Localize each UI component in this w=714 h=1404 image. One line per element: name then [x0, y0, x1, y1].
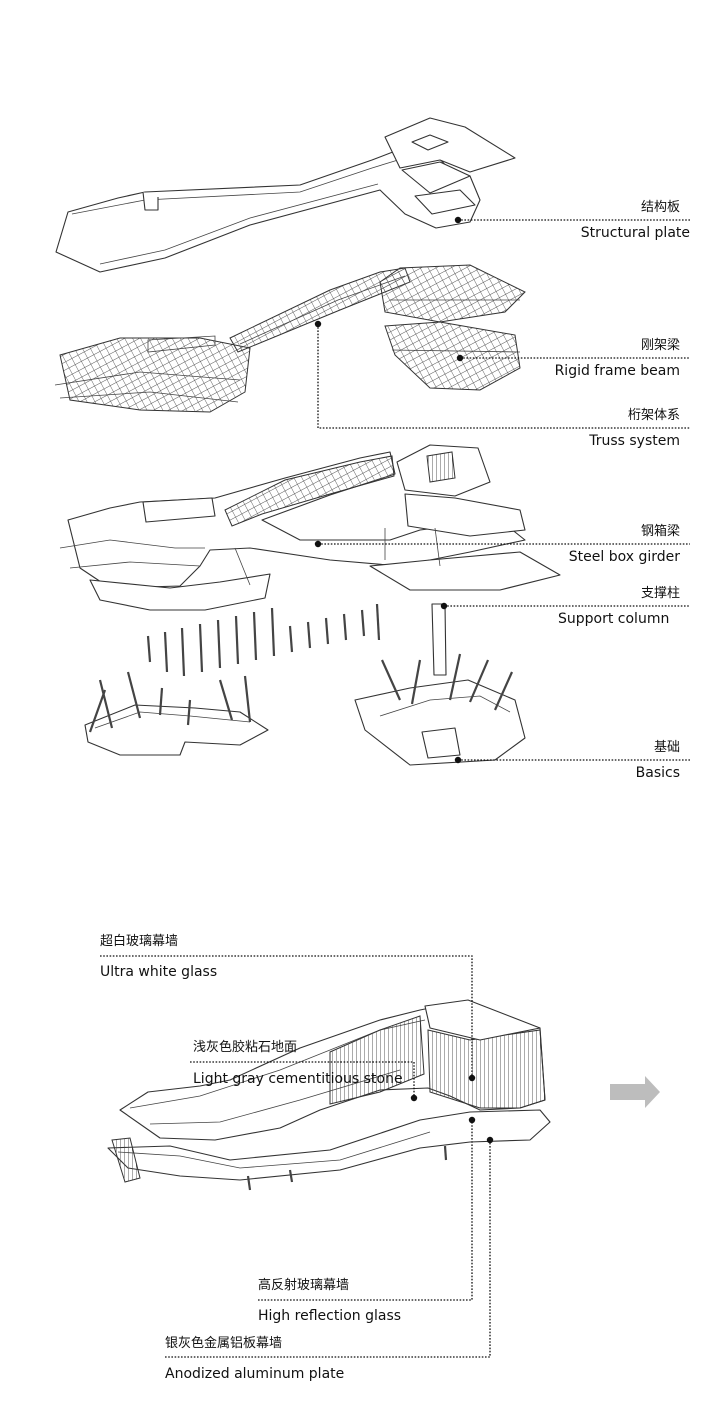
high-reflection-glass-label-en: High reflection glass — [258, 1308, 402, 1324]
support-column-label-zh: 支撑柱 — [640, 586, 680, 601]
basics-label-zh: 基础 — [653, 740, 680, 755]
rigid-frame-beam-label-en: Rigid frame beam — [554, 363, 680, 379]
support-column-layer — [146, 603, 447, 677]
anodized-aluminum-label-zh: 银灰色金属铝板幕墙 — [165, 1336, 283, 1351]
rigid-frame-beam-label-zh: 刚架梁 — [640, 338, 680, 353]
facade-model — [107, 999, 551, 1191]
light-gray-stone-label-zh: 浅灰色胶粘石地面 — [193, 1040, 298, 1055]
girder-layer — [59, 444, 561, 611]
basics-label-en: Basics — [635, 765, 680, 781]
truss-system-label-en: Truss system — [589, 433, 680, 449]
structural-plate-layer — [55, 117, 516, 273]
foundation-layer — [84, 653, 526, 766]
truss-system-label-zh: 桁架体系 — [627, 408, 680, 423]
steel-box-girder-label-en: Steel box girder — [568, 549, 680, 565]
support-column-label-en: Support column — [558, 611, 670, 627]
ultra-white-glass-label-en: Ultra white glass — [100, 964, 218, 980]
truss-layer — [54, 264, 526, 413]
bottom-leader-lines — [100, 955, 494, 1358]
ultra-white-glass-label-zh: 超白玻璃幕墙 — [100, 934, 179, 949]
next-arrow-icon — [610, 1076, 660, 1108]
high-reflection-glass-label-zh: 高反射玻璃幕墙 — [258, 1278, 350, 1293]
anodized-aluminum-label-en: Anodized aluminum plate — [165, 1366, 345, 1382]
top-leader-lines — [314, 216, 690, 764]
structural-plate-label-en: Structural plate — [580, 225, 690, 241]
steel-box-girder-label-zh: 钢箱梁 — [640, 524, 680, 539]
structural-plate-label-zh: 结构板 — [640, 200, 680, 215]
light-gray-stone-label-en: Light gray cementitious stone — [193, 1071, 403, 1087]
